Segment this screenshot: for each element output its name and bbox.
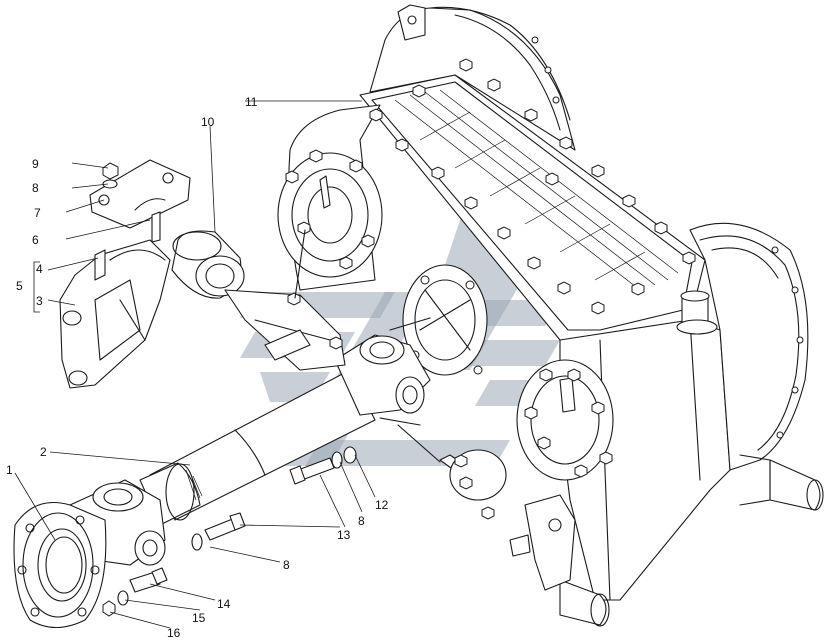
bearing-support: [59, 159, 191, 389]
companion-flange: [402, 264, 488, 376]
front-flange-bolts: [285, 149, 375, 270]
cover-bolts: [369, 58, 696, 315]
label-5: 5: [16, 279, 23, 293]
label-2: 2: [40, 445, 47, 459]
label-7: 7: [34, 206, 41, 220]
label-10: 10: [201, 115, 215, 129]
label-16: 16: [167, 626, 181, 640]
label-11: 11: [245, 95, 258, 109]
fasteners: [102, 446, 357, 617]
bracket-bolts: [397, 424, 507, 520]
label-6: 6: [32, 233, 39, 247]
label-14: 14: [217, 597, 231, 611]
rubber-cushion: [171, 230, 245, 299]
front-flange-yoke: [13, 479, 166, 629]
label-1: 1: [6, 463, 13, 477]
label-8-washer-lower: 8: [283, 558, 290, 572]
oil-pipe: [319, 175, 331, 209]
leader-lines: [14, 100, 376, 629]
label-9: 9: [32, 157, 39, 171]
lower-flange: [516, 359, 614, 481]
propeller-shaft: [139, 317, 431, 526]
label-12: 12: [375, 498, 389, 512]
label-8: 8: [32, 181, 39, 195]
label-15: 15: [192, 611, 206, 625]
label-13: 13: [337, 528, 351, 542]
label-8-washer-upper: 8: [358, 514, 365, 528]
callout-labels: 1 2 3 4 5 6 7 8 8 8 9 10 11 12 13 14 15 …: [6, 95, 389, 640]
support-arm: [224, 229, 346, 371]
label-3: 3: [36, 294, 43, 308]
label-4: 4: [36, 262, 43, 276]
